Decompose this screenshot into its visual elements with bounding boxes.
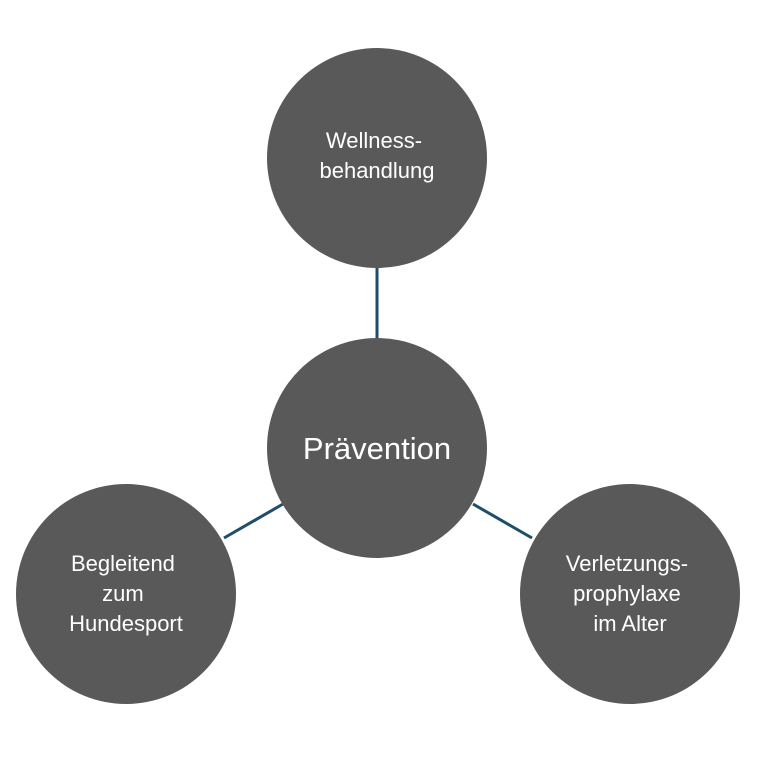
node-hundesport: Begleitend zum Hundesport <box>16 484 236 704</box>
node-center: Prävention <box>267 338 487 558</box>
node-wellness-line1: Wellness- <box>326 128 422 153</box>
node-wellness: Wellness- behandlung <box>267 48 487 268</box>
node-center-circle <box>267 338 487 558</box>
node-hundesport-line1: Begleitend <box>71 551 175 576</box>
node-center-label: Prävention <box>303 431 451 466</box>
node-verletzungsprophylaxe-circle <box>520 484 740 704</box>
node-wellness-circle <box>267 48 487 268</box>
node-hundesport-line3: Hundesport <box>69 611 183 636</box>
node-hundesport-label: Begleitend zum Hundesport <box>69 551 183 636</box>
node-wellness-label: Wellness- behandlung <box>319 128 434 183</box>
connector-center-right <box>472 502 533 540</box>
node-verletzungsprophylaxe-label: Verletzungs- prophylaxe im Alter <box>566 551 694 636</box>
node-hundesport-line2: zum <box>102 581 144 606</box>
node-wellness-line2: behandlung <box>319 158 434 183</box>
node-hundesport-circle <box>16 484 236 704</box>
connector-center-left <box>223 502 284 540</box>
node-verletzungsprophylaxe: Verletzungs- prophylaxe im Alter <box>520 484 740 704</box>
node-verletzungsprophylaxe-line2: prophylaxe <box>573 581 681 606</box>
node-verletzungsprophylaxe-line1: Verletzungs- <box>566 551 688 576</box>
node-verletzungsprophylaxe-line3: im Alter <box>593 611 666 636</box>
